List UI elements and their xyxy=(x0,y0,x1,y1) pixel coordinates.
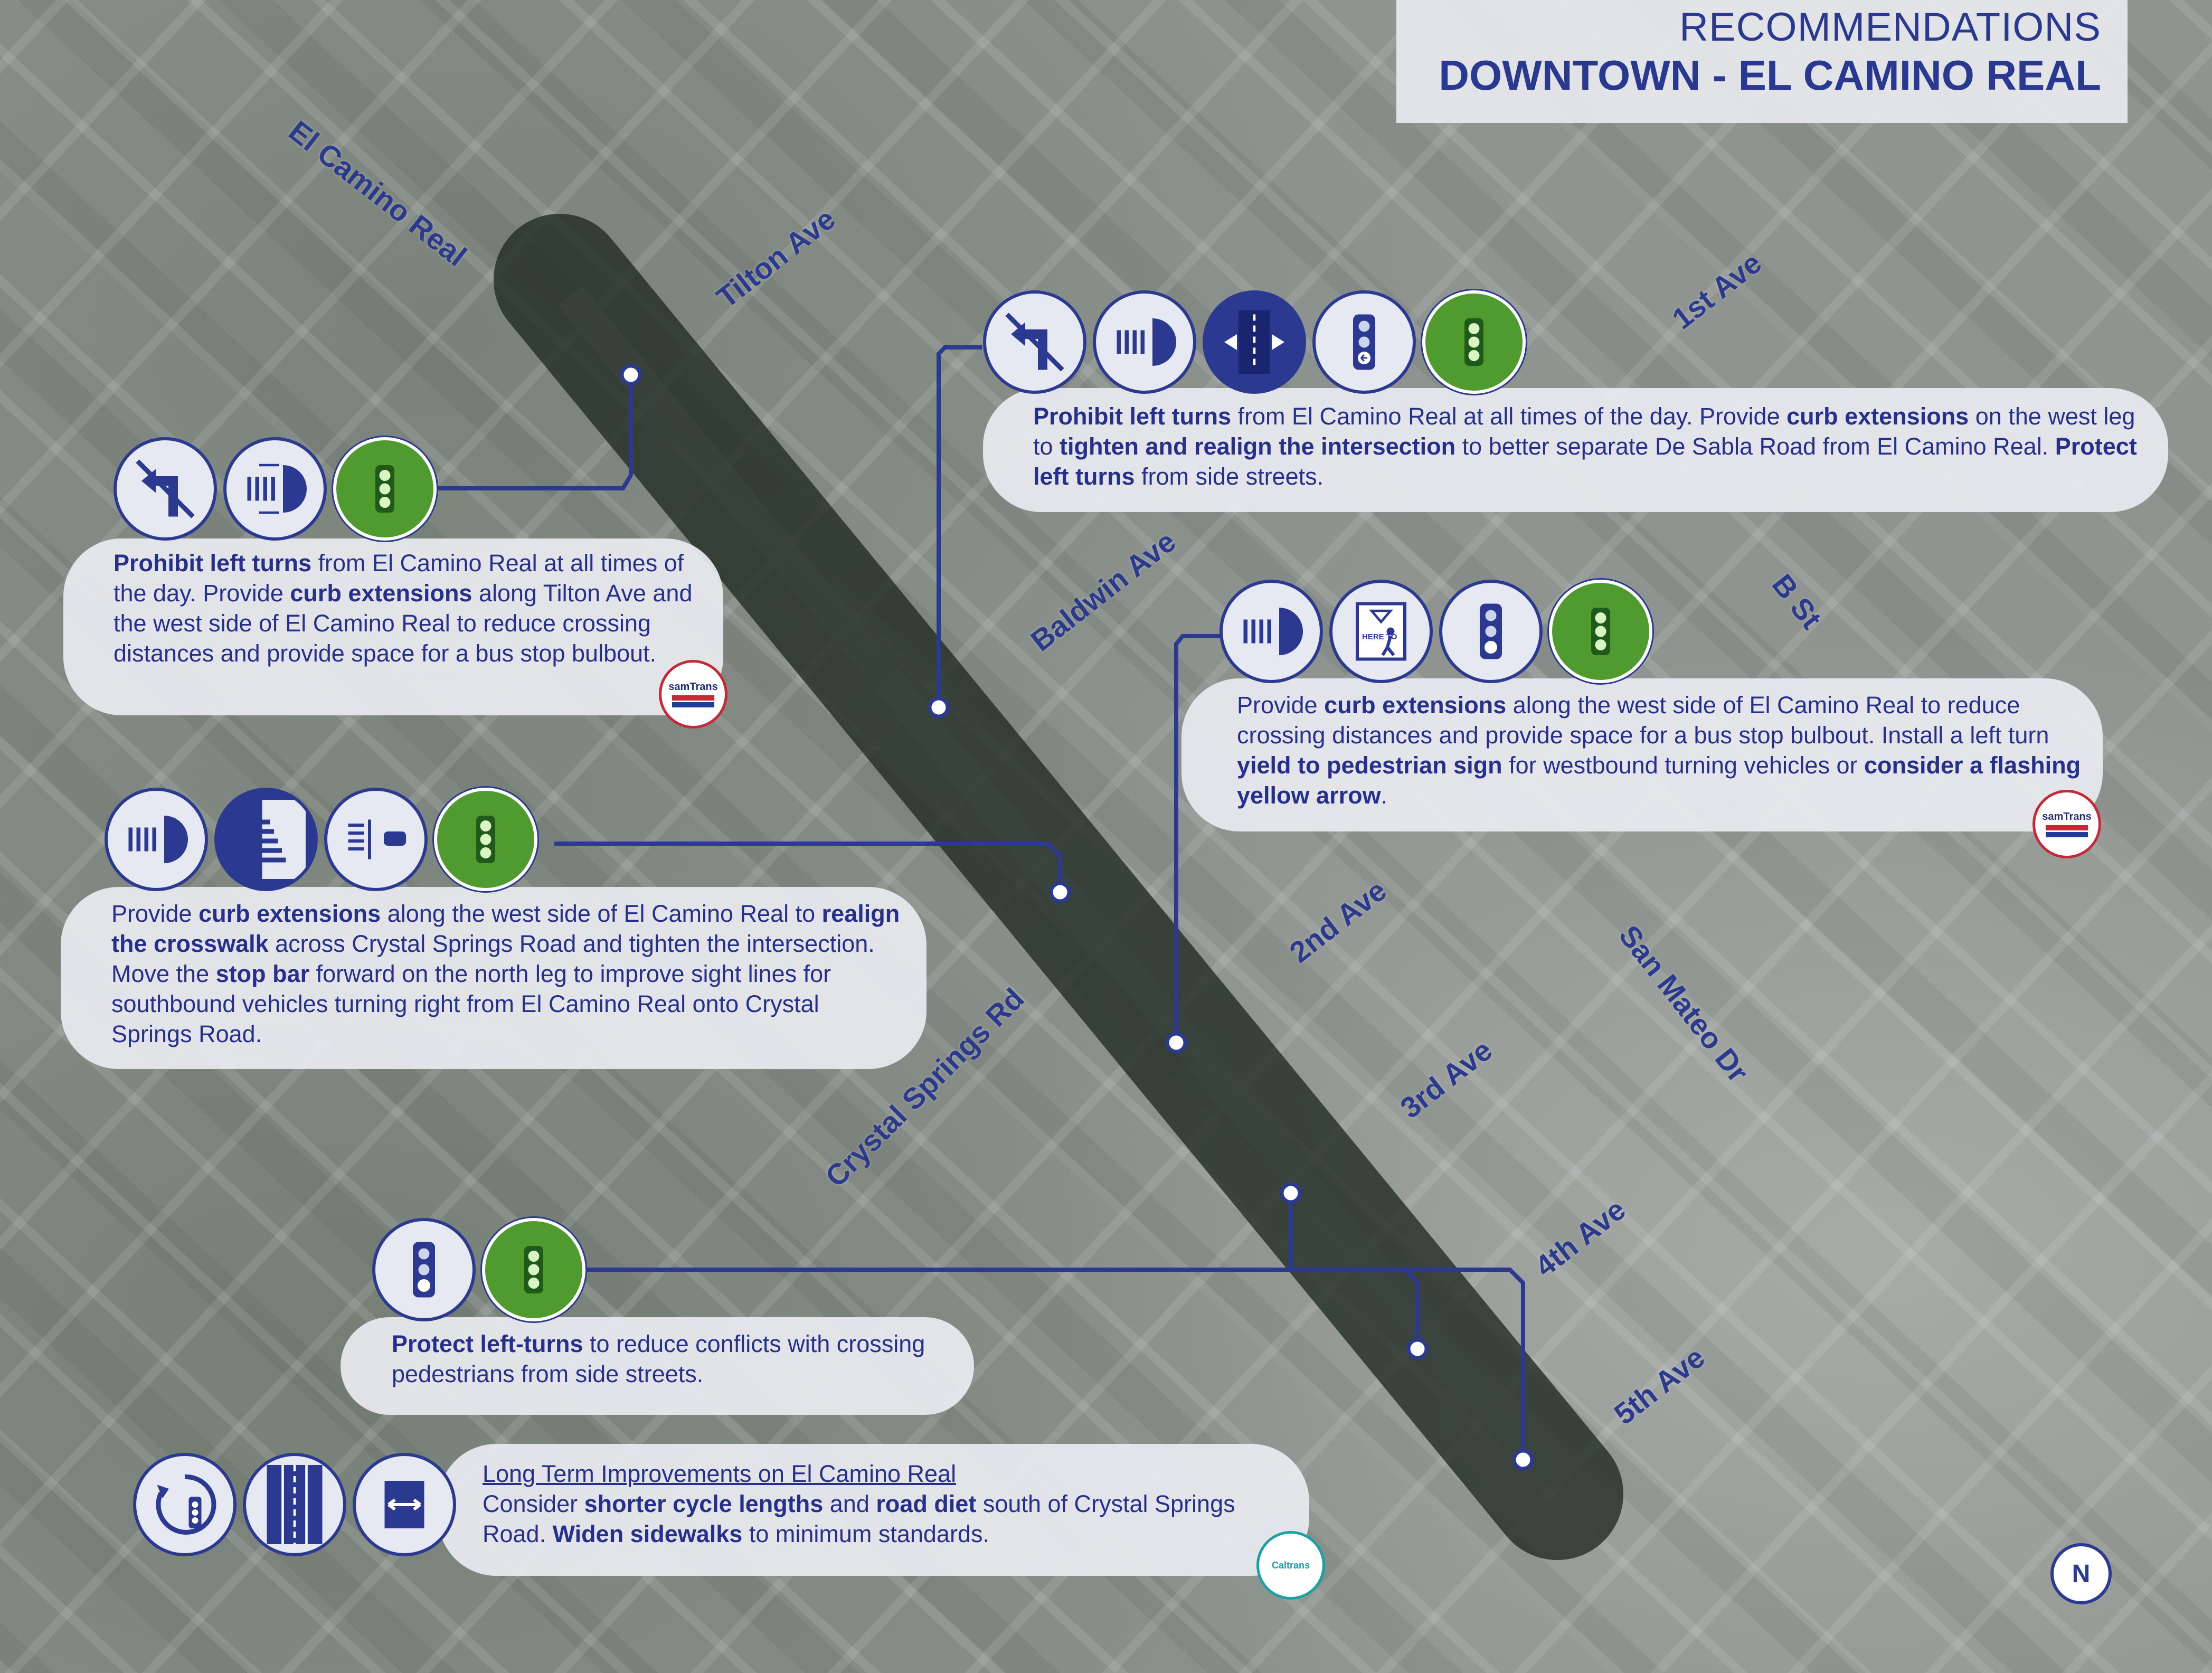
callout-long-term: Long Term Improvements on El Camino Real… xyxy=(438,1444,1309,1576)
callout-crystal-springs: Provide curb extensions along the west s… xyxy=(61,887,927,1069)
text-strong: Protect left-turns xyxy=(392,1330,583,1357)
protected-left-signal-icon xyxy=(1439,580,1543,683)
curb-extension-icon xyxy=(223,437,327,541)
text-strong: consider a flashing yellow arrow xyxy=(1237,752,2081,809)
text: Provide xyxy=(111,900,199,927)
marker-baldwin xyxy=(928,696,950,719)
protected-left-signal-icon xyxy=(372,1218,476,1321)
text-strong: realign the crosswalk xyxy=(111,900,900,957)
text: forward on the north leg to improve sigh… xyxy=(111,960,831,1047)
traffic-signal-icon xyxy=(434,788,537,891)
long-term-heading: Long Term Improvements on El Camino Real xyxy=(483,1460,957,1487)
realign-intersection-icon xyxy=(1203,290,1306,394)
text-strong: shorter cycle lengths xyxy=(584,1490,824,1517)
marker-tilton xyxy=(620,364,642,386)
text: and xyxy=(823,1490,876,1517)
leader-tilton xyxy=(432,375,633,490)
text-strong: Prohibit left turns xyxy=(1033,403,1231,430)
icons-crystal-springs xyxy=(105,788,537,891)
samtrans-badge: samTrans xyxy=(2033,790,2101,858)
curb-extension-icon xyxy=(1220,580,1323,683)
samtrans-badge: samTrans xyxy=(659,660,727,729)
title-recommendations: RECOMMENDATIONS xyxy=(1679,5,2101,50)
text: from El Camino Real at all times of the … xyxy=(114,550,684,607)
no-left-turn-icon xyxy=(983,290,1086,394)
leader-crystal xyxy=(554,842,1062,892)
leader-second xyxy=(1174,634,1230,1043)
text: . xyxy=(1381,782,1388,809)
caltrans-badge: Caltrans xyxy=(1256,1531,1325,1600)
icons-protect-left-turns xyxy=(372,1218,585,1321)
traffic-signal-icon xyxy=(1549,580,1652,683)
leader-protect-a xyxy=(582,1268,1420,1349)
title-panel: RECOMMENDATIONS DOWNTOWN - EL CAMINO REA… xyxy=(1396,0,2128,123)
callout-tilton: Prohibit left turns from El Camino Real … xyxy=(63,538,723,715)
text-strong: stop bar xyxy=(215,960,310,987)
badge-label: Caltrans xyxy=(1271,1559,1310,1571)
text-strong: Widen sidewalks xyxy=(552,1520,743,1547)
road-diet-icon xyxy=(243,1453,346,1556)
text-strong: curb extensions xyxy=(198,900,381,927)
text: from side streets. xyxy=(1135,463,1324,490)
text-strong: Prohibit left turns xyxy=(114,550,311,576)
icons-tilton xyxy=(114,437,437,541)
text-strong: tighten and realign the intersection xyxy=(1060,433,1456,460)
badge-label: samTrans xyxy=(2042,811,2092,823)
callout-baldwin: Prohibit left turns from El Camino Real … xyxy=(983,388,2168,512)
leader-protect-c xyxy=(1404,1268,1525,1460)
text-strong: Protect left turns xyxy=(1033,433,2137,490)
curb-extension-icon xyxy=(1093,290,1196,394)
callout-protect-left-turns: Protect left-turns to reduce conflicts w… xyxy=(341,1317,974,1415)
traffic-signal-icon xyxy=(333,437,437,541)
text: along Tilton Ave and the west side of El… xyxy=(114,580,693,667)
widen-sidewalk-icon xyxy=(353,1453,456,1556)
text-strong: yield to pedestrian sign xyxy=(1237,752,1502,779)
traffic-signal-icon xyxy=(1422,290,1526,394)
icons-long-term xyxy=(133,1453,456,1556)
text: Consider xyxy=(483,1490,584,1517)
text: south of Crystal Springs Road. xyxy=(483,1490,1235,1547)
north-arrow-icon: N xyxy=(2050,1543,2112,1604)
leader-baldwin xyxy=(937,345,982,707)
north-label: N xyxy=(2072,1559,2091,1588)
text-strong: road diet xyxy=(876,1490,977,1517)
text: Provide xyxy=(1237,692,1325,719)
title-downtown-el-camino: DOWNTOWN - EL CAMINO REAL xyxy=(1439,52,2101,99)
svg-text:HERE TO: HERE TO xyxy=(1362,632,1397,641)
text: to reduce conflicts with crossing pedest… xyxy=(392,1330,925,1387)
text-strong: curb extensions xyxy=(1786,403,1969,430)
text: for westbound turning vehicles or xyxy=(1502,752,1864,779)
text: from El Camino Real at all times of the … xyxy=(1231,403,1787,430)
badge-label: samTrans xyxy=(668,681,718,693)
marker-third xyxy=(1280,1182,1302,1204)
text: across Crystal Springs Road and tighten … xyxy=(111,930,875,987)
text: along the west side of El Camino Real to xyxy=(381,900,822,927)
text: to better separate De Sabla Road from El… xyxy=(1455,433,2055,460)
text: along the west side of El Camino Real to… xyxy=(1237,692,2049,749)
text: to minimum standards. xyxy=(742,1520,989,1547)
marker-crystal xyxy=(1049,881,1071,903)
yield-to-pedestrian-sign-icon: HERE TO xyxy=(1329,580,1433,683)
icons-second-ave: HERE TO xyxy=(1220,580,1652,683)
curb-extension-icon xyxy=(105,788,208,891)
text: on the west leg to xyxy=(1033,403,2135,460)
protected-left-signal-icon xyxy=(1312,290,1416,394)
icons-baldwin xyxy=(983,290,1526,394)
marker-fifth xyxy=(1512,1449,1534,1471)
text-strong: curb extensions xyxy=(290,580,472,607)
marker-second xyxy=(1165,1032,1187,1054)
callout-second-ave: Provide curb extensions along the west s… xyxy=(1181,678,2103,831)
stop-bar-icon xyxy=(324,788,428,891)
no-left-turn-icon xyxy=(114,437,217,541)
traffic-signal-icon xyxy=(482,1218,585,1321)
text-strong: curb extensions xyxy=(1324,692,1507,719)
signal-timer-icon xyxy=(133,1453,237,1556)
crosswalk-icon xyxy=(214,788,318,891)
marker-fourth xyxy=(1406,1338,1429,1360)
